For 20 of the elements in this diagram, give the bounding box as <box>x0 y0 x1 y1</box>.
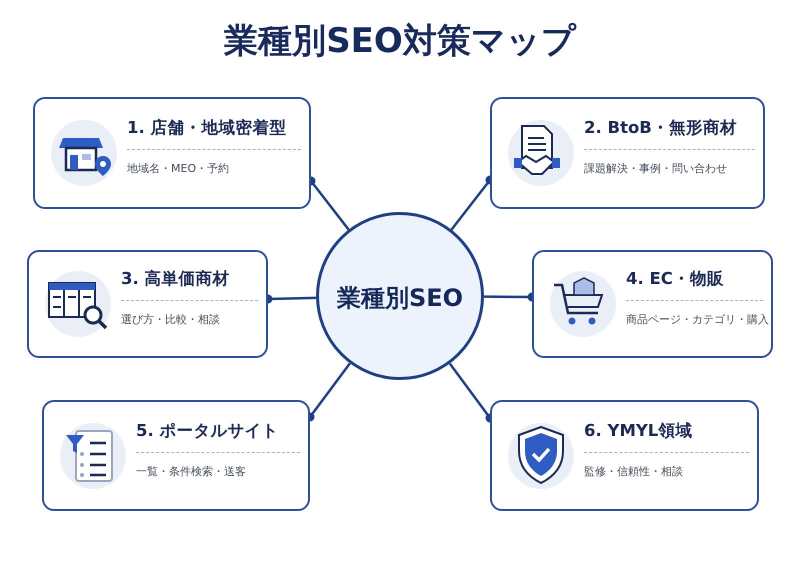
title: 業種別SEO対策マップ <box>223 20 578 63</box>
card-subtitle: 課題解決・事例・問い合わせ <box>584 161 727 176</box>
category-card <box>490 400 759 511</box>
category-card <box>490 97 765 209</box>
card-heading: 1. 店舗・地域密着型 <box>127 117 286 139</box>
card-heading: 3. 高単価商材 <box>121 268 230 290</box>
card-subtitle: 地域名・MEO・予約 <box>127 161 230 176</box>
card-subtitle: 商品ページ・カテゴリ・購入 <box>626 312 769 327</box>
card-subtitle: 監修・信頼性・相談 <box>584 464 683 478</box>
category-card <box>27 250 268 358</box>
card-heading: 6. YMYL領域 <box>584 420 692 442</box>
category-card <box>532 250 773 358</box>
hub-label: 業種別SEO <box>336 283 464 314</box>
card-heading: 4. EC・物販 <box>626 268 724 290</box>
card-subtitle: 一覧・条件検索・送客 <box>136 464 246 478</box>
card-heading: 5. ポータルサイト <box>136 420 278 442</box>
card-subtitle: 選び方・比較・相談 <box>121 312 220 327</box>
category-card <box>33 97 311 209</box>
card-heading: 2. BtoB・無形商材 <box>584 117 737 139</box>
category-card <box>42 400 310 511</box>
